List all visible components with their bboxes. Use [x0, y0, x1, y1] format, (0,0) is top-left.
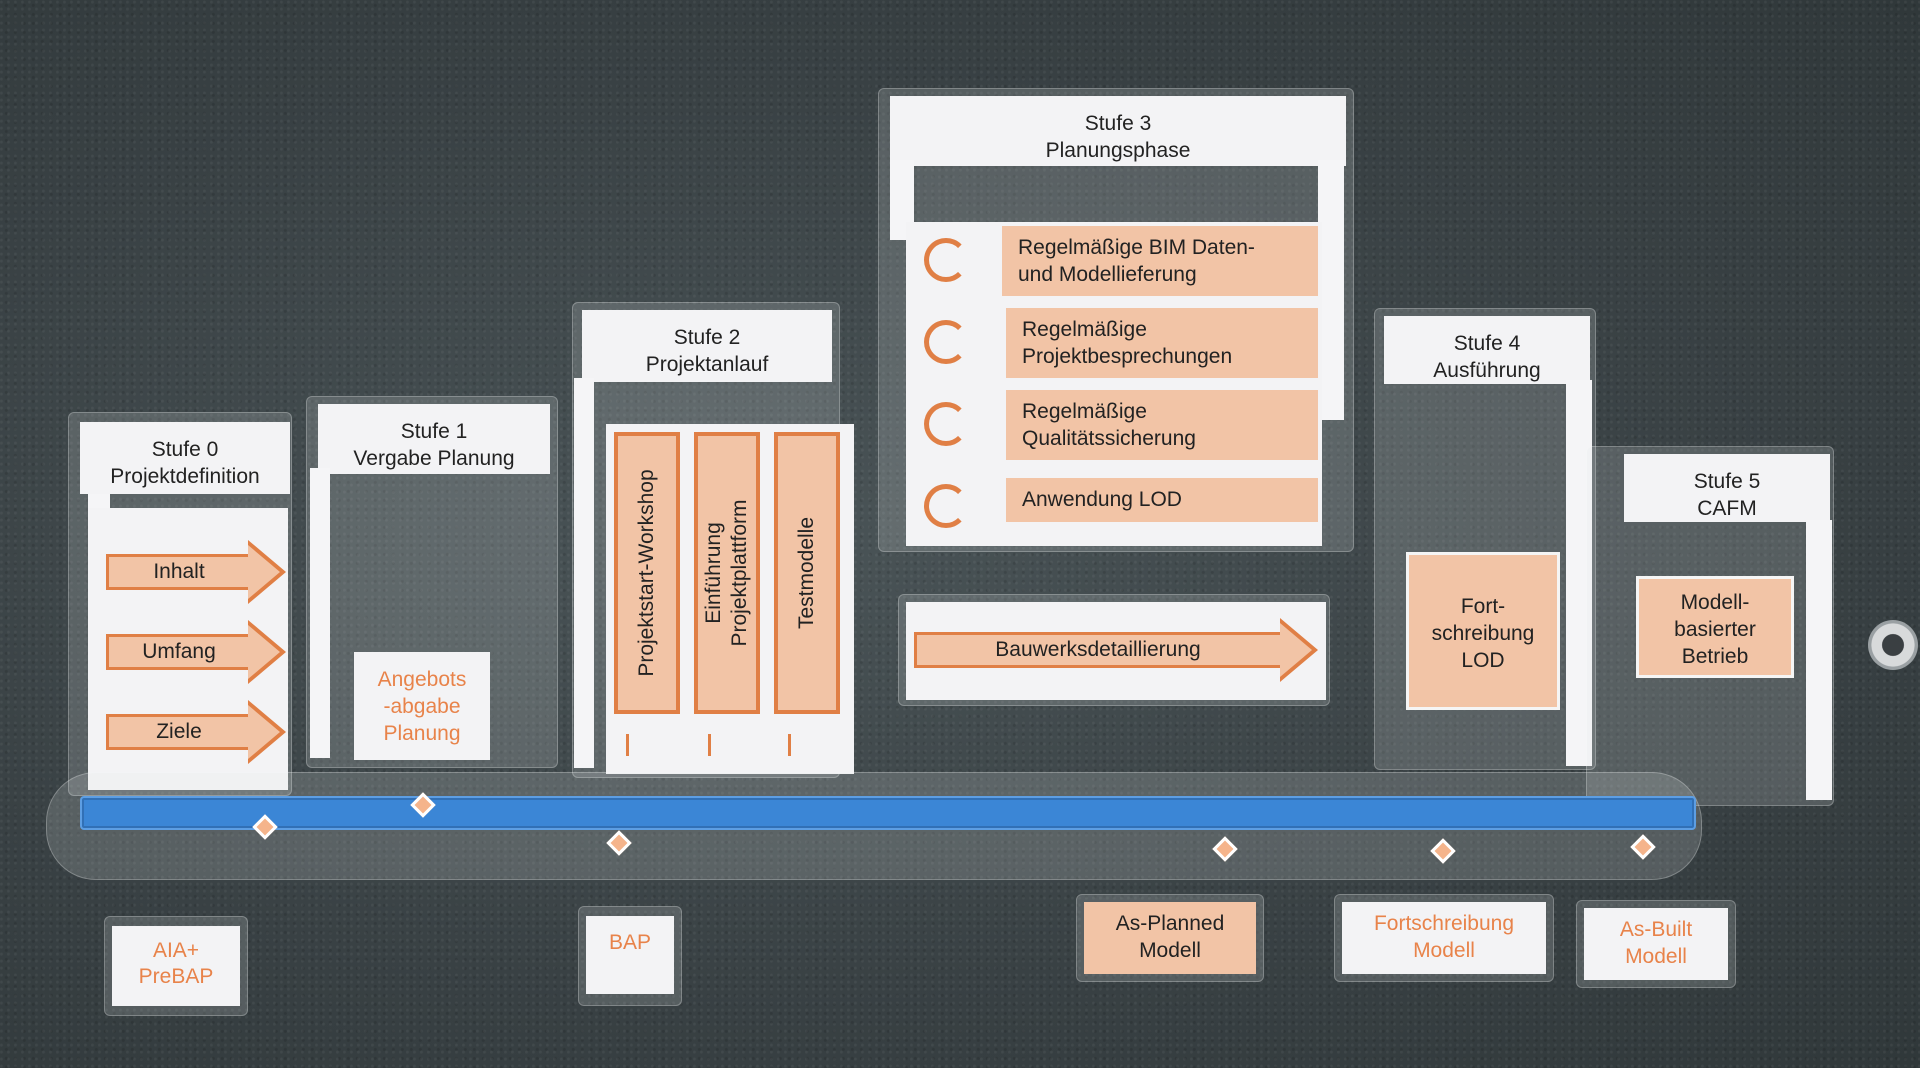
stage3-title: Stufe 3	[1084, 112, 1152, 135]
cycle-icon	[924, 238, 968, 282]
stage4-header: Stufe 4 Ausführung	[1384, 316, 1590, 384]
deliverable-fortschreibung-line2: Modell	[1413, 939, 1475, 962]
stage4-card: Fort- schreibung LOD	[1406, 552, 1560, 710]
stage1-subtitle: Vergabe Planung	[353, 447, 515, 470]
arrow-bauwerksdetaillierung: Bauwerksdetaillierung	[914, 618, 1322, 682]
stage1-title: Stufe 1	[400, 420, 468, 443]
stage1-card: Angebots -abgabe Planung	[354, 652, 490, 760]
tick-mark	[708, 734, 711, 756]
stage3-item-2-line2: Projektbesprechungen	[1022, 345, 1233, 368]
stage5-card-line3: Betrieb	[1681, 645, 1749, 668]
stage3-item-3: Regelmäßige Qualitätssicherung	[1006, 390, 1318, 460]
stage0-header: Stufe 0 Projektdefinition	[80, 422, 290, 494]
magnet-icon	[1868, 620, 1918, 670]
stage0-title: Stufe 0	[151, 438, 219, 461]
stage1-header: Stufe 1 Vergabe Planung	[318, 404, 550, 474]
deliverable-aia-prebap-line1: AIA+	[152, 939, 200, 962]
deliverable-bap-label: BAP	[608, 931, 652, 954]
stage2-title: Stufe 2	[673, 326, 741, 349]
cycle-icon	[924, 484, 968, 528]
stage3-item-4: Anwendung LOD	[1006, 478, 1318, 522]
stage3-card: Regelmäßige BIM Daten- und Modellieferun…	[906, 222, 1322, 546]
deliverable-bap: BAP	[586, 916, 674, 994]
stage4-card-line3: LOD	[1461, 649, 1505, 672]
stage3-item-4-line1: Anwendung LOD	[1022, 488, 1182, 511]
arrow-umfang: Umfang	[106, 620, 286, 684]
stage4-title: Stufe 4	[1453, 332, 1521, 355]
stage1-card-line3: Planung	[383, 722, 461, 745]
deliverable-as-planned-line2: Modell	[1139, 939, 1201, 962]
deliverable-as-planned-line1: As-Planned	[1115, 912, 1225, 935]
tick-mark	[788, 734, 791, 756]
stage0-subtitle: Projektdefinition	[110, 465, 260, 488]
stage4-post	[1566, 380, 1592, 766]
stage5-title: Stufe 5	[1693, 470, 1761, 493]
stage3-item-2: Regelmäßige Projektbesprechungen	[1006, 308, 1318, 378]
stage5-subtitle: CAFM	[1697, 497, 1757, 520]
stage4-card-line2: schreibung	[1431, 622, 1535, 645]
arrow-ziele-label: Ziele	[156, 720, 202, 743]
stage2-header: Stufe 2 Projektanlauf	[582, 310, 832, 382]
stage1-post	[310, 468, 330, 758]
stage2-card: Projektstart-Workshop Einführung Projekt…	[606, 424, 854, 774]
stage3-item-3-line1: Regelmäßige	[1022, 400, 1147, 423]
stage3-item-1: Regelmäßige BIM Daten- und Modellieferun…	[1002, 226, 1318, 296]
deliverable-as-built: As-Built Modell	[1584, 908, 1728, 980]
stage5-card: Modell- basierter Betrieb	[1636, 576, 1794, 678]
stage3-arrow-card: Bauwerksdetaillierung	[906, 602, 1326, 700]
stage2-column-plattform-line2: Projektplattform	[728, 499, 751, 647]
timeline-bar	[80, 796, 1696, 830]
stage2-post	[574, 378, 594, 768]
deliverable-aia-prebap: AIA+ PreBAP	[112, 926, 240, 1006]
stage3-subtitle: Planungsphase	[1045, 139, 1191, 162]
stage5-post	[1806, 520, 1832, 800]
stage3-item-1-line1: Regelmäßige BIM Daten-	[1018, 236, 1255, 259]
arrow-bauwerksdetaillierung-label: Bauwerksdetaillierung	[995, 638, 1201, 661]
deliverable-as-planned: As-Planned Modell	[1084, 902, 1256, 974]
stage2-column-testmodelle-label: Testmodelle	[795, 516, 818, 630]
arrow-inhalt: Inhalt	[106, 540, 286, 604]
stage5-card-line1: Modell-	[1680, 591, 1750, 614]
cycle-icon	[924, 402, 968, 446]
arrow-inhalt-label: Inhalt	[153, 560, 205, 583]
tick-mark	[626, 734, 629, 756]
deliverable-as-built-line2: Modell	[1625, 945, 1687, 968]
stage0-card: Inhalt Umfang Ziele	[88, 508, 288, 790]
stage1-card-line1: Angebots	[377, 668, 467, 691]
stage4-card-line1: Fort-	[1460, 595, 1506, 618]
arrow-umfang-label: Umfang	[142, 640, 216, 663]
deliverable-fortschreibung: Fortschreibung Modell	[1342, 902, 1546, 974]
stage3-post-right	[1318, 160, 1344, 420]
stage5-card-line2: basierter	[1674, 618, 1756, 641]
stage5-header: Stufe 5 CAFM	[1624, 454, 1830, 522]
stage3-item-3-line2: Qualitätssicherung	[1022, 427, 1196, 450]
stage2-column-plattform: Einführung Projektplattform	[694, 432, 760, 714]
deliverable-as-built-line1: As-Built	[1619, 918, 1693, 941]
stage2-column-workshop: Projektstart-Workshop	[614, 432, 680, 714]
stage3-item-2-line1: Regelmäßige	[1022, 318, 1147, 341]
stage2-column-testmodelle: Testmodelle	[774, 432, 840, 714]
stage1-card-line2: -abgabe	[383, 695, 461, 718]
stage3-header: Stufe 3 Planungsphase	[890, 96, 1346, 166]
stage2-column-workshop-label: Projektstart-Workshop	[635, 469, 658, 677]
cycle-icon	[924, 320, 968, 364]
deliverable-aia-prebap-line2: PreBAP	[138, 965, 214, 988]
stage3-item-1-line2: und Modellieferung	[1018, 263, 1197, 286]
stage2-subtitle: Projektanlauf	[645, 353, 769, 376]
stage4-subtitle: Ausführung	[1433, 359, 1541, 382]
deliverable-fortschreibung-line1: Fortschreibung	[1373, 912, 1515, 935]
stage2-column-plattform-line1: Einführung	[702, 522, 725, 624]
arrow-ziele: Ziele	[106, 700, 286, 764]
